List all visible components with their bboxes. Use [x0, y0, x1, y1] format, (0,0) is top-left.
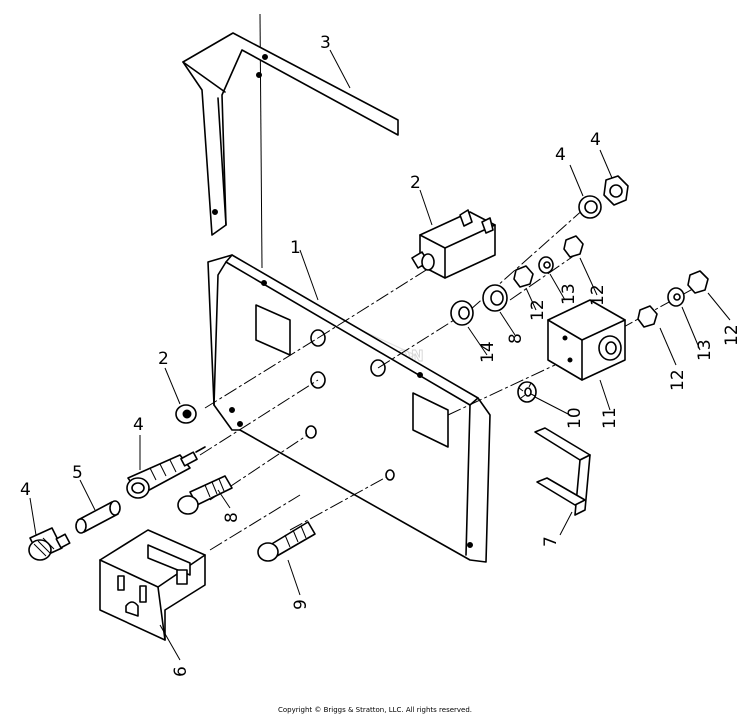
- screw-9-part: [257, 469, 395, 562]
- label-6: 6: [171, 666, 191, 677]
- label-8-screw: 8: [222, 512, 242, 523]
- nut-12-b-part: [563, 235, 584, 258]
- label-4-nut: 4: [590, 130, 601, 150]
- label-12-c: 12: [668, 369, 688, 391]
- label-12-b: 12: [588, 284, 608, 306]
- fuse-cap-part: [28, 527, 71, 561]
- control-panel-part: [207, 254, 491, 563]
- copyright-notice: Copyright © Briggs & Stratton, LLC. All …: [277, 706, 473, 714]
- label-7: 7: [541, 536, 561, 547]
- label-1: 1: [290, 238, 301, 258]
- label-4-washer: 4: [555, 145, 566, 165]
- upper-bracket-part: [182, 32, 399, 236]
- label-2-breaker: 2: [410, 173, 421, 193]
- washer-2-part: [175, 404, 197, 424]
- label-2-washer: 2: [158, 349, 169, 369]
- nut-4-part: [603, 175, 629, 206]
- callout-labels: 1 2 2 3 4 4 4 4 5 6 7 8 8 9 10 11 12 12 …: [20, 33, 742, 677]
- label-12-a: 12: [528, 299, 548, 321]
- washer-13-a-part: [538, 256, 554, 274]
- label-4-holder: 4: [133, 415, 144, 435]
- label-3: 3: [320, 33, 331, 53]
- fuse-holder-part: [126, 446, 206, 499]
- lock-washer-10-part: [517, 381, 537, 403]
- screw-8-part: [177, 425, 317, 515]
- label-13-b: 13: [695, 339, 715, 361]
- switch-bracket-part: [547, 299, 626, 381]
- label-11: 11: [600, 407, 620, 429]
- label-10: 10: [565, 407, 585, 429]
- label-8-nut: 8: [506, 333, 526, 344]
- label-9: 9: [291, 599, 311, 610]
- label-12-d: 12: [722, 324, 742, 346]
- clip-part: [534, 427, 591, 516]
- label-4-cap: 4: [20, 480, 31, 500]
- leader-lines: [29, 49, 731, 661]
- washer-14-part: [450, 300, 474, 326]
- washer-13-b-part: [667, 287, 685, 307]
- nut-8-part: [482, 284, 508, 312]
- receptacle-part: [99, 529, 206, 641]
- washer-4-part: [578, 195, 602, 219]
- nut-12-a-part: [513, 265, 534, 288]
- label-5: 5: [72, 463, 83, 483]
- label-14: 14: [478, 341, 498, 363]
- circuit-breaker-part: [411, 209, 496, 279]
- fuse-part: [75, 500, 121, 534]
- label-13-a: 13: [559, 283, 579, 305]
- centerlines: [199, 207, 701, 551]
- nut-12-c-part: [637, 305, 658, 328]
- nut-12-d-part: [687, 270, 709, 294]
